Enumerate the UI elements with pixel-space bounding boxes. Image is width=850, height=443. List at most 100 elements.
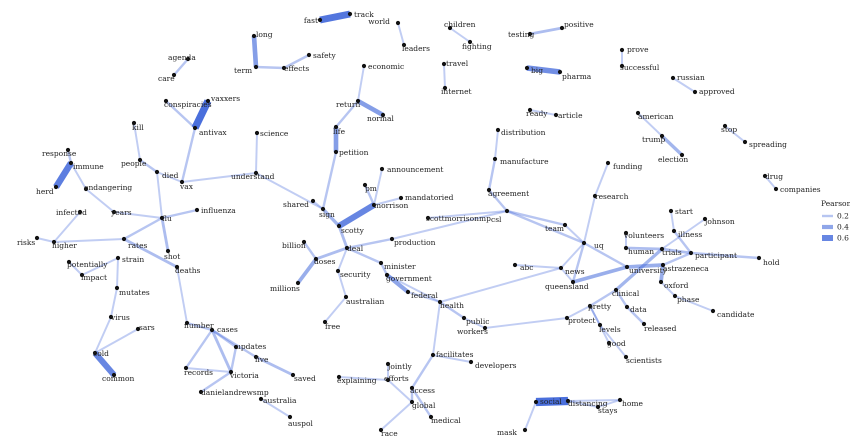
edge-trials-participant bbox=[661, 247, 692, 255]
edge-queensland-university bbox=[572, 265, 628, 284]
node-label-big: big bbox=[531, 66, 543, 75]
node-scottmorrisonmp: scottmorrisonmp bbox=[425, 214, 491, 223]
edge-strain-impact bbox=[81, 257, 119, 276]
node-queensland: queensland bbox=[545, 279, 589, 291]
edge-pretty-levels bbox=[589, 305, 601, 326]
node-pm: pm bbox=[362, 182, 377, 193]
node-dot-number bbox=[184, 320, 190, 326]
node-label-people: people bbox=[121, 159, 147, 168]
node-endangering: endangering bbox=[83, 183, 132, 192]
node-dot-health bbox=[437, 299, 443, 305]
edge-home-distancing bbox=[567, 399, 621, 402]
node-label-trump: trump bbox=[642, 135, 666, 144]
node-free: free bbox=[322, 319, 341, 331]
node-term: term bbox=[234, 64, 259, 75]
node-label-medical: medical bbox=[431, 416, 461, 425]
node-label-care: care bbox=[158, 74, 175, 83]
node-security: security bbox=[335, 268, 371, 279]
node-shot: shot bbox=[164, 248, 180, 261]
edge-safety-effects bbox=[283, 53, 310, 70]
edge-drug-companies bbox=[764, 175, 777, 190]
node-mask: mask bbox=[497, 427, 528, 437]
node-dot-human bbox=[623, 245, 629, 251]
node-dot-cold bbox=[92, 350, 98, 356]
edge-endangering-years bbox=[85, 188, 115, 213]
edge-funding-research bbox=[594, 162, 609, 197]
node-dot-economic bbox=[361, 63, 367, 69]
node-released: released bbox=[641, 321, 677, 333]
edge-big-pharma bbox=[526, 65, 561, 75]
node-label-data: data bbox=[630, 305, 647, 314]
node-label-home: home bbox=[622, 399, 643, 408]
node-dot-agenda bbox=[185, 56, 191, 62]
node-label-millions: millions bbox=[270, 284, 300, 293]
edge-astrazeneca-oxford bbox=[659, 264, 665, 283]
node-label-cases: cases bbox=[217, 325, 238, 334]
node-dot-illness bbox=[671, 228, 677, 234]
edge-cold-common bbox=[92, 351, 117, 377]
node-label-victoria: victoria bbox=[229, 371, 259, 380]
node-label-mask: mask bbox=[497, 428, 517, 437]
node-dot-government bbox=[384, 272, 390, 278]
node-dot-companies bbox=[773, 186, 779, 192]
node-companies: companies bbox=[773, 185, 821, 194]
edge-scottmorrisonmp-csl bbox=[427, 210, 508, 219]
node-records: records bbox=[183, 365, 213, 377]
node-vaxxers: vaxxers bbox=[205, 94, 240, 104]
node-dot-stop bbox=[722, 123, 728, 129]
edge-return-normal bbox=[356, 98, 385, 118]
edge-number-cases bbox=[186, 321, 213, 332]
node-label-drug: drug bbox=[765, 172, 783, 181]
node-label-announcement: announcement bbox=[387, 165, 443, 174]
node-research: research bbox=[592, 192, 629, 201]
node-dot-vaxxers bbox=[205, 98, 211, 104]
node-world: world bbox=[368, 17, 401, 26]
node-illness: illness bbox=[671, 228, 702, 239]
node-dot-scottmorrisonmp bbox=[425, 215, 431, 221]
node-race: race bbox=[378, 427, 398, 438]
node-return: return bbox=[336, 98, 360, 109]
edge-vax-understand bbox=[181, 172, 257, 183]
node-label-antivax: antivax bbox=[199, 128, 227, 137]
node-understand: understand bbox=[231, 170, 275, 181]
node-label-research: research bbox=[595, 192, 629, 201]
node-label-potentially: potentially bbox=[67, 260, 108, 269]
node-label-live: live bbox=[255, 355, 269, 364]
node-science: science bbox=[254, 129, 289, 138]
edge-victoria-records bbox=[185, 367, 232, 373]
edge-cases-updates bbox=[211, 329, 237, 348]
node-dot-home bbox=[617, 397, 623, 403]
node-label-understand: understand bbox=[231, 172, 275, 181]
node-home: home bbox=[617, 397, 643, 408]
node-dot-production bbox=[389, 236, 395, 242]
node-fighting: fighting bbox=[462, 39, 492, 51]
node-label-petition: petition bbox=[339, 148, 369, 157]
node-dot-immune bbox=[68, 160, 74, 166]
node-label-endangering: endangering bbox=[84, 183, 132, 192]
edge-died-vax bbox=[156, 171, 183, 183]
edge-security-australian bbox=[337, 270, 347, 298]
node-dot-common bbox=[111, 372, 117, 378]
node-strain: strain bbox=[115, 255, 144, 264]
node-care: care bbox=[158, 72, 177, 83]
node-jointly: jointly bbox=[385, 361, 412, 371]
node-positive: positive bbox=[559, 20, 594, 31]
node-dot-security bbox=[335, 268, 341, 274]
node-dot-developers bbox=[468, 359, 474, 365]
edge-long-term bbox=[251, 35, 259, 68]
node-label-hold: hold bbox=[763, 258, 780, 267]
node-dot-ready bbox=[527, 107, 533, 113]
node-agreement: agreement bbox=[486, 187, 529, 198]
edge-potentially-impact bbox=[68, 261, 83, 276]
edge-human-trials bbox=[625, 246, 663, 251]
node-dot-candidate bbox=[710, 308, 716, 314]
node-auspol: auspol bbox=[287, 414, 313, 428]
node-dot-flu bbox=[159, 215, 165, 221]
node-immune: immune bbox=[68, 160, 104, 171]
node-label-russian: russian bbox=[677, 73, 705, 82]
node-label-impact: impact bbox=[81, 273, 107, 282]
edge-data-released bbox=[626, 306, 645, 325]
node-effects: effects bbox=[281, 64, 309, 73]
node-label-race: race bbox=[381, 429, 398, 438]
edge-deaths-number bbox=[176, 266, 188, 324]
